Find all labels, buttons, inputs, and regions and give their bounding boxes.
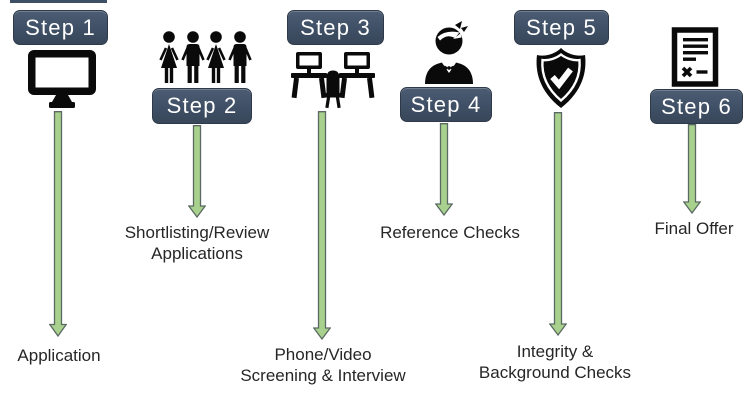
arrow-down-1 — [48, 111, 68, 338]
step-6-badge: Step 6 — [650, 89, 743, 124]
step-6-label: Step 6 — [661, 93, 732, 119]
recruiter-icon — [420, 21, 478, 84]
arrow-down-6 — [682, 124, 702, 215]
contract-icon — [671, 27, 719, 87]
workstations-icon — [291, 52, 375, 109]
step-2-label: Step 2 — [166, 93, 238, 118]
step-4-badge: Step 4 — [400, 87, 492, 122]
step-5-badge: Step 5 — [514, 10, 609, 45]
step-4-label: Step 4 — [410, 91, 482, 117]
top-crop-artifact — [10, 0, 107, 3]
step-3-label: Step 3 — [300, 14, 371, 40]
step-1-badge: Step 1 — [13, 10, 108, 45]
arrow-down-3 — [312, 111, 332, 341]
caption-step-5: Integrity & Background Checks — [478, 342, 632, 382]
caption-step-2: Shortlisting/Review Applications — [124, 223, 270, 263]
caption-step-4: Reference Checks — [380, 223, 520, 242]
shield-check-icon — [534, 47, 588, 111]
arrow-down-2 — [187, 125, 207, 219]
caption-step-1: Application — [17, 346, 101, 365]
caption-step-3: Phone/Video Screening & Interview — [240, 345, 406, 385]
monitor-icon — [26, 49, 98, 111]
step-3-badge: Step 3 — [287, 10, 384, 45]
team-icon — [157, 30, 252, 86]
arrow-down-4 — [434, 123, 454, 217]
step-2-badge: Step 2 — [152, 88, 252, 124]
step-1-label: Step 1 — [25, 14, 96, 40]
arrow-down-5 — [548, 112, 568, 337]
caption-step-6: Final Offer — [654, 219, 734, 238]
step-5-label: Step 5 — [526, 14, 597, 40]
